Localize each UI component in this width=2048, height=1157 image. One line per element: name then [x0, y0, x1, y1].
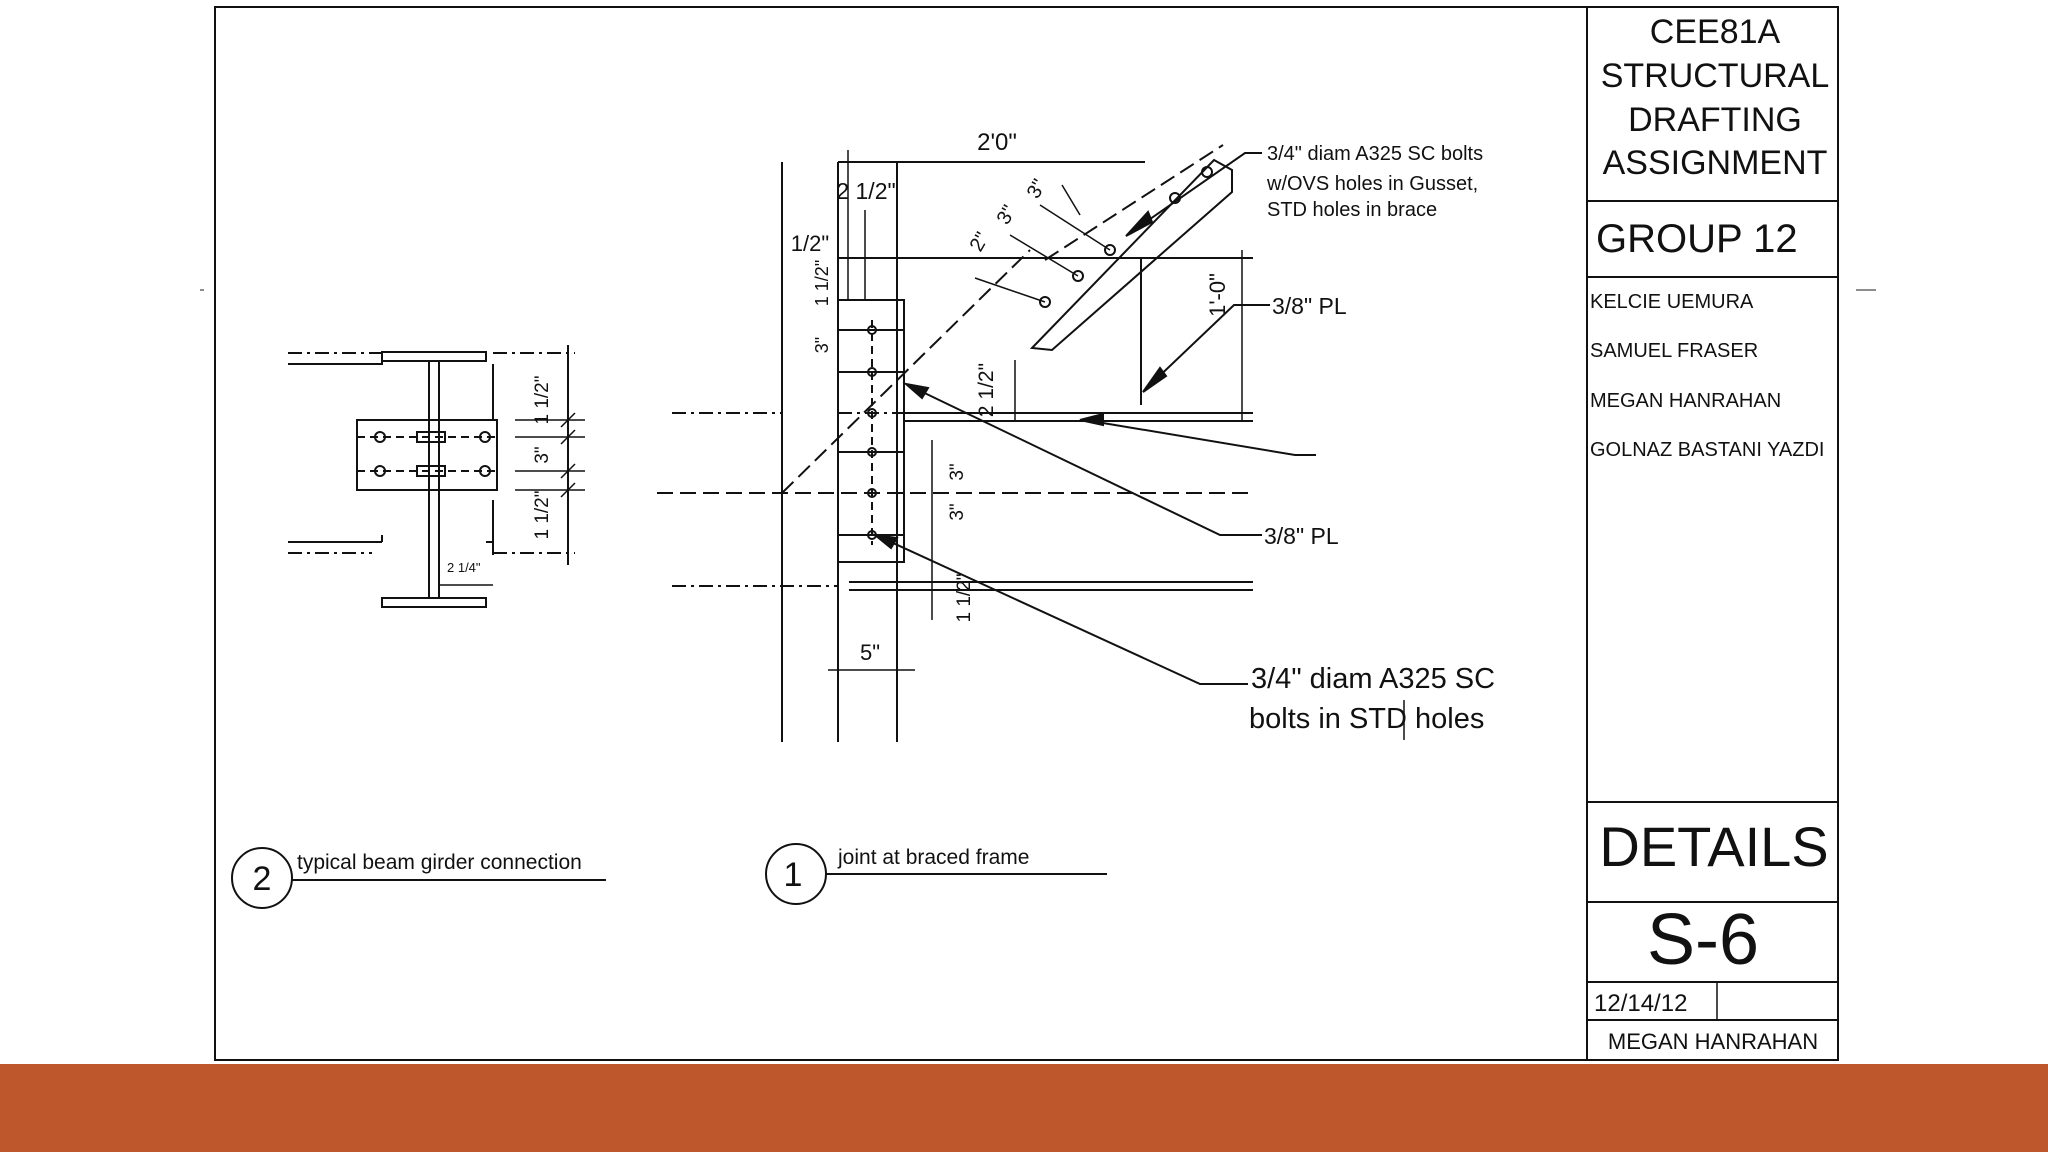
team-member: KELCIE UEMURA	[1590, 291, 1754, 313]
detail-2-number-circle	[231, 847, 293, 909]
callout-plate-upper: 3/8" PL	[1272, 293, 1347, 319]
dim-brace-3a: 3"	[993, 202, 1021, 229]
callout-bolts-gusset-line: w/OVS holes in Gusset,	[1266, 173, 1478, 195]
drawn-by: MEGAN HANRAHAN	[1608, 1029, 1818, 1054]
sheet-date: 12/14/12	[1594, 990, 1687, 1017]
dim-three-b: 3"	[947, 503, 968, 520]
project-name: CEE81A STRUCTURAL DRAFTING ASSIGNMENT	[1601, 13, 1830, 182]
team-member: GOLNAZ BASTANI YAZDI	[1590, 439, 1825, 461]
dim-top-width: 2'0"	[977, 129, 1017, 156]
dim-half: 1/2"	[791, 231, 829, 256]
sheet-border	[214, 6, 1839, 1061]
group-label: GROUP 12	[1596, 217, 1798, 261]
project-line: CEE81A	[1650, 13, 1781, 51]
callout-bolts-std-line: bolts in STD holes	[1249, 703, 1484, 735]
callout-bolts-std-line: 3/4" diam A325 SC	[1251, 663, 1495, 695]
detail-2-dim-bottom: 1 1/2"	[532, 490, 553, 539]
title-block: CEE81A STRUCTURAL DRAFTING ASSIGNMENT GR…	[1586, 7, 1838, 1060]
detail-1-callouts: 3/4" diam A325 SC bolts w/OVS holes in G…	[1249, 143, 1495, 735]
dim-three-a: 3"	[947, 463, 968, 480]
dim-one-half-low: 1 1/2"	[954, 573, 975, 622]
detail-1-number: 1	[784, 856, 803, 894]
dim-edge-2-half: 2 1/2"	[836, 178, 895, 204]
detail-2-number: 2	[253, 860, 272, 898]
dim-one-foot: 1'-0"	[1205, 273, 1230, 317]
project-line: DRAFTING	[1628, 101, 1802, 139]
detail-2-dim-gap: 2 1/4"	[447, 560, 481, 575]
detail-1-title: joint at braced frame	[837, 846, 1029, 869]
detail-2-dim-top: 1 1/2"	[532, 375, 553, 424]
callout-plate-lower: 3/8" PL	[1264, 523, 1339, 549]
dim-one-half-vertical: 1 1/2"	[812, 260, 832, 306]
dim-brace-3b: 3"	[1023, 176, 1051, 203]
detail-2-dim-mid: 3"	[532, 446, 553, 463]
team-member: SAMUEL FRASER	[1590, 340, 1758, 362]
detail-2-drawing	[288, 345, 585, 608]
callout-bolts-gusset-line: 3/4" diam A325 SC bolts	[1267, 143, 1483, 165]
dim-two-half-vertical: 2 1/2"	[975, 363, 998, 417]
sheet-number: S-6	[1647, 900, 1759, 980]
footer-band	[0, 1064, 2048, 1152]
team-member: MEGAN HANRAHAN	[1590, 390, 1781, 412]
sheet-title: DETAILS	[1599, 815, 1828, 878]
team-members: KELCIE UEMURA SAMUEL FRASER MEGAN HANRAH…	[1590, 291, 1825, 461]
dim-brace-2: 2"	[966, 229, 994, 256]
detail-1-drawing	[657, 144, 1405, 742]
project-line: STRUCTURAL	[1601, 57, 1830, 95]
dim-five: 5"	[860, 640, 880, 665]
project-line: ASSIGNMENT	[1603, 144, 1828, 182]
callout-bolts-gusset-line: STD holes in brace	[1267, 199, 1437, 221]
detail-2-title: typical beam girder connection	[297, 851, 582, 874]
dim-three-vertical: 3"	[812, 337, 832, 353]
